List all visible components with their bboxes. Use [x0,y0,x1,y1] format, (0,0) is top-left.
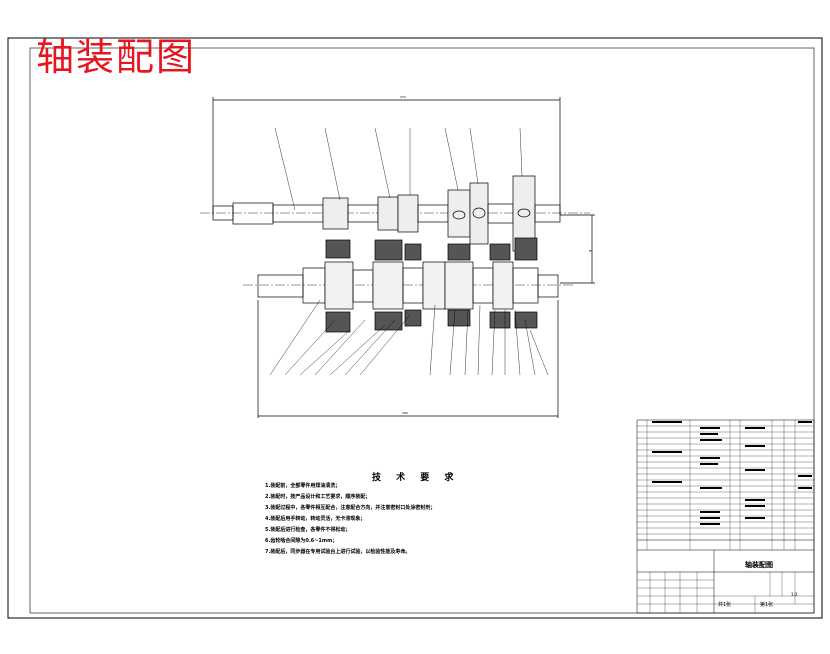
title-block-sheets-total: 共1张 [718,602,732,608]
title-block [636,419,815,614]
drawing-title: 轴装配图 [36,35,197,79]
leader-lines-top [274,127,523,211]
requirement-item: 7.装配后，同步器在专用试验台上进行试验，以检验性能及寿命。 [265,549,411,555]
svg-text:85: 85 [589,249,593,253]
leader-lines-bottom [269,299,549,376]
lower-shaft [257,261,559,310]
assembly-view: 433 85 [200,95,595,418]
svg-text:390: 390 [402,411,408,415]
technical-requirements-heading: 技 术 要 求 [372,473,460,483]
bom-text-cells [652,421,812,525]
gear-sections [325,237,538,333]
bom-table [637,420,814,551]
inner-frame [29,47,815,614]
requirement-item: 6.齿轮啮合间隙为0.6~1mm； [265,538,338,544]
technical-requirements-list: 1.装配前，全部零件用煤油清洗； 2.装配时，按产品设计和工艺要求，顺序装配； … [265,481,595,558]
requirement-item: 3.装配过程中，各零件相互配合，注意配合方向，并注意密封口处涂密封剂； [265,505,436,511]
svg-text:433: 433 [400,95,406,99]
upper-shaft [212,175,561,252]
title-block-drawing-name: 轴装配图 [745,561,773,569]
requirement-item: 5.装配后进行检查，各零件不得松动； [265,527,351,533]
title-block-scale: 1:2 [791,592,798,597]
requirement-item: 2.装配时，按产品设计和工艺要求，顺序装配； [265,494,371,500]
requirement-item: 1.装配前，全部零件用煤油清洗； [265,483,341,489]
title-block-sheet-number: 第1张 [760,602,774,608]
outer-frame [7,37,823,619]
requirement-item: 4.装配后用手转动，转动灵活，无卡滞现象； [265,516,366,522]
